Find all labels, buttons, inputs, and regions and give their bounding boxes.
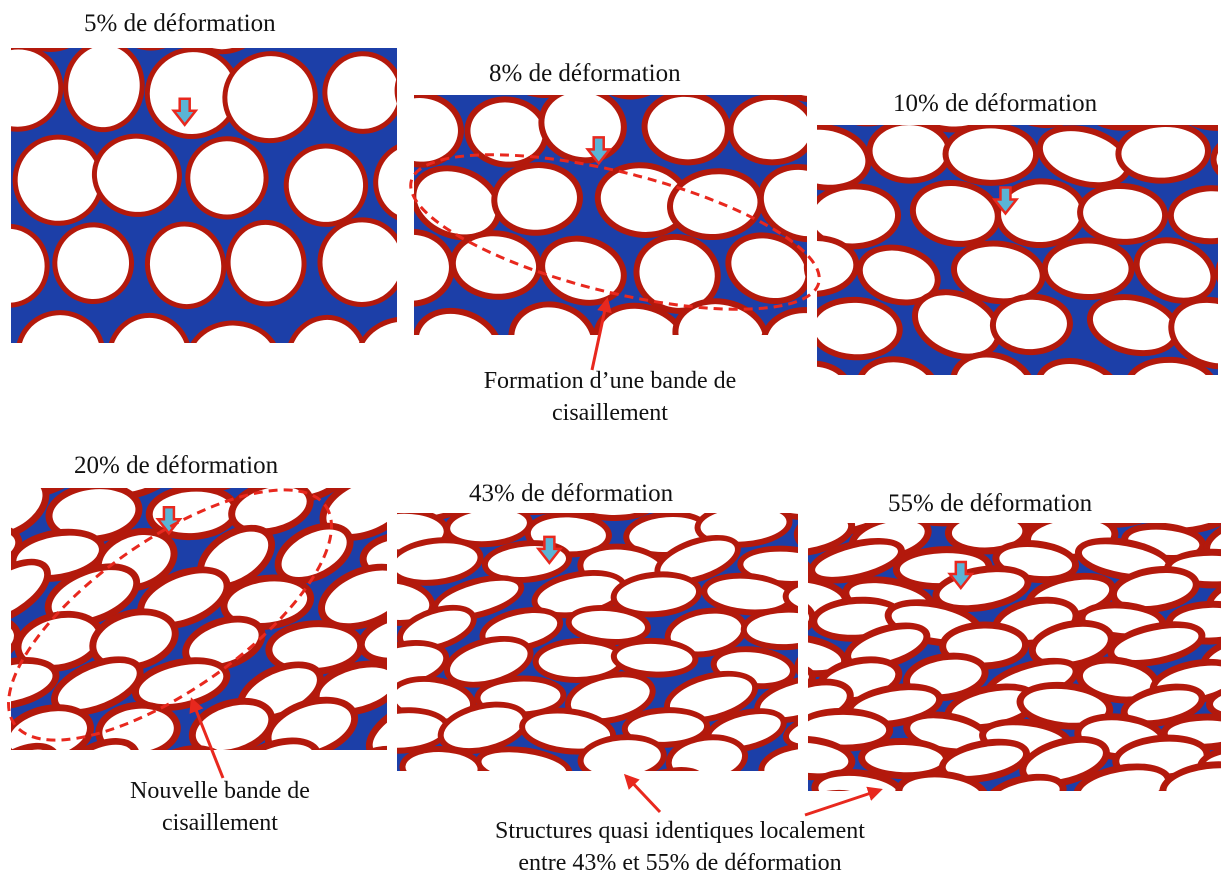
new-band-caption-line1: Nouvelle bande de (90, 775, 350, 807)
deformation-panel-55 (808, 523, 1221, 791)
similar-structures-caption-line1: Structures quasi identiques localement (420, 815, 940, 847)
panel-label-8: 8% de déformation (489, 60, 681, 88)
pointer-line-43 (626, 776, 660, 812)
deformation-panel-43-svg (397, 513, 798, 771)
panel-label-43: 43% de déformation (469, 480, 673, 508)
deformation-panel-20-svg (11, 488, 387, 750)
panel-label-5: 5% de déformation (84, 10, 276, 38)
deformation-panel-10-svg (817, 125, 1218, 375)
pointer-line-55 (805, 790, 880, 815)
deformation-panel-5-svg (11, 48, 397, 343)
deformation-panel-8-svg (414, 95, 807, 335)
shear-band-caption: Formation d’une bande de cisaillement (430, 365, 790, 429)
pore (1048, 243, 1129, 294)
new-band-caption: Nouvelle bande de cisaillement (90, 775, 350, 839)
similar-structures-caption: Structures quasi identiques localement e… (420, 815, 940, 879)
deformation-panel-5 (11, 48, 397, 343)
new-band-caption-line2: cisaillement (90, 807, 350, 839)
pore (948, 128, 1033, 180)
shear-band-caption-line2: cisaillement (430, 397, 790, 429)
deformation-panel-10 (817, 125, 1218, 375)
similar-structures-caption-line2: entre 43% et 55% de déformation (420, 847, 940, 879)
deformation-panel-43 (397, 513, 798, 771)
deformation-panel-55-svg (808, 523, 1221, 791)
deformation-panel-8 (414, 95, 807, 335)
panel-label-20: 20% de déformation (74, 452, 278, 480)
panel-label-55: 55% de déformation (888, 490, 1092, 518)
panel-label-10: 10% de déformation (893, 90, 1097, 118)
deformation-panel-20 (11, 488, 387, 750)
shear-band-caption-line1: Formation d’une bande de (430, 365, 790, 397)
